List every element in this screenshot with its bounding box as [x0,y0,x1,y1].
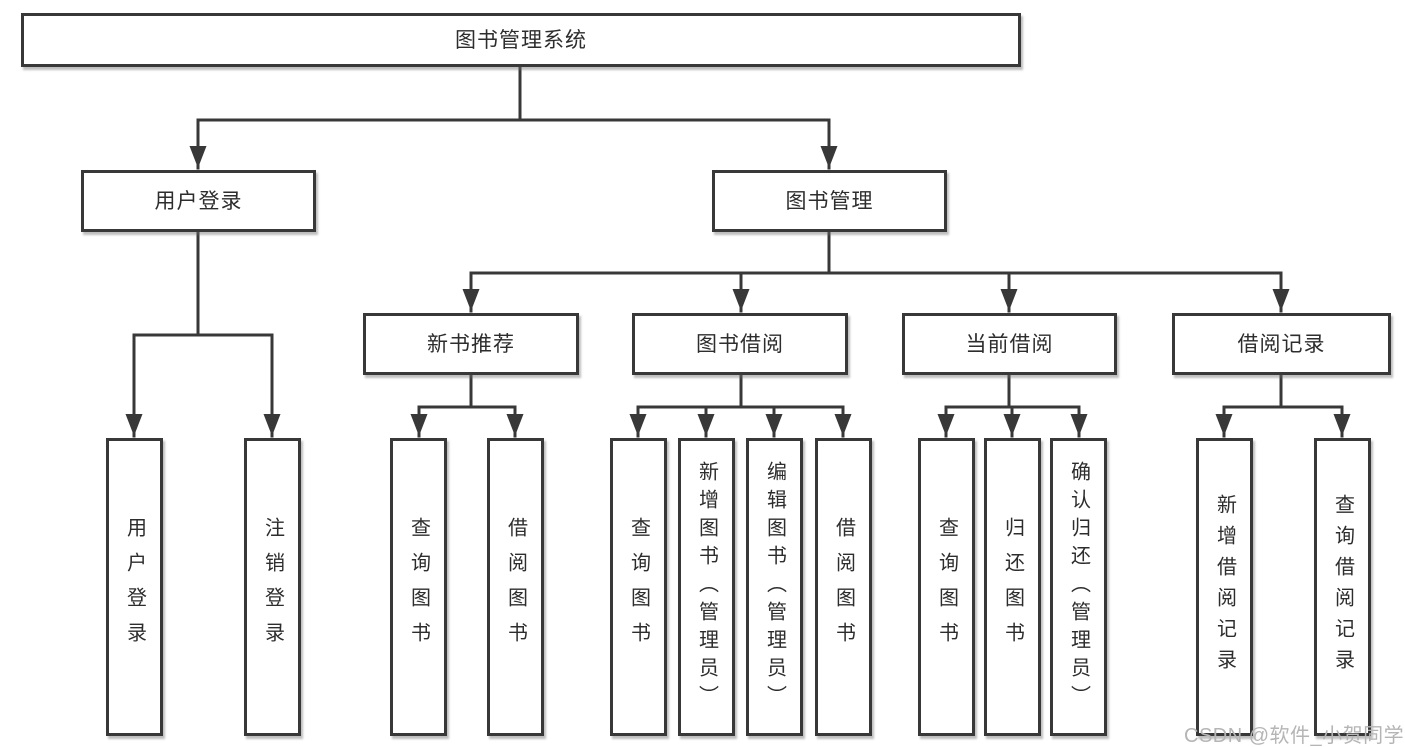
node-label: 查询借阅记录 [1331,494,1354,680]
node-label: 借阅记录 [1237,332,1326,356]
node-label: 当前借阅 [965,332,1054,356]
node-leaf-logout: 注销登录 [244,438,301,736]
node-library-system: 图书管理系统 [21,13,1021,67]
node-label: 查询图书 [407,517,430,657]
node-current-borrowing: 当前借阅 [902,313,1117,375]
node-label: 图书管理 [785,189,874,213]
node-leaf-add-books-admin: 新增图书（管理员） [678,438,735,736]
node-label: 用户登录 [123,517,146,657]
node-label: 查询图书 [935,517,958,657]
node-leaf-query-books-current: 查询图书 [918,438,975,736]
node-user-login: 用户登录 [81,170,316,232]
node-label: 新书推荐 [427,332,515,356]
node-label: 确认归还（管理员） [1067,461,1090,713]
node-leaf-return-books: 归还图书 [984,438,1041,736]
node-label: 借阅图书 [504,517,527,657]
node-label: 借阅图书 [832,517,855,657]
node-leaf-add-borrow-record: 新增借阅记录 [1196,438,1253,736]
node-book-borrowing: 图书借阅 [632,313,848,375]
node-leaf-borrow-books: 借阅图书 [815,438,872,736]
node-label: 归还图书 [1001,517,1024,657]
node-leaf-borrow-books-recommend: 借阅图书 [487,438,544,736]
node-borrow-records: 借阅记录 [1172,313,1391,375]
node-label: 查询图书 [627,517,650,657]
node-label: 图书管理系统 [455,28,587,52]
node-new-book-recommend: 新书推荐 [363,313,579,375]
node-label: 注销登录 [261,517,284,657]
node-leaf-edit-books-admin: 编辑图书（管理员） [746,438,803,736]
node-leaf-query-books-recommend: 查询图书 [390,438,447,736]
node-leaf-query-borrow-record: 查询借阅记录 [1314,438,1371,736]
csdn-watermark: CSDN @软件_小贺同学 [1184,725,1405,747]
node-leaf-confirm-return-admin: 确认归还（管理员） [1050,438,1107,736]
node-label: 新增图书（管理员） [695,461,718,713]
node-label: 编辑图书（管理员） [763,461,786,713]
node-leaf-query-books-borrow: 查询图书 [610,438,667,736]
node-label: 新增借阅记录 [1213,494,1236,680]
node-leaf-user-login: 用户登录 [106,438,163,736]
node-label: 图书借阅 [696,332,784,356]
node-book-management: 图书管理 [712,170,947,232]
node-label: 用户登录 [154,189,243,213]
